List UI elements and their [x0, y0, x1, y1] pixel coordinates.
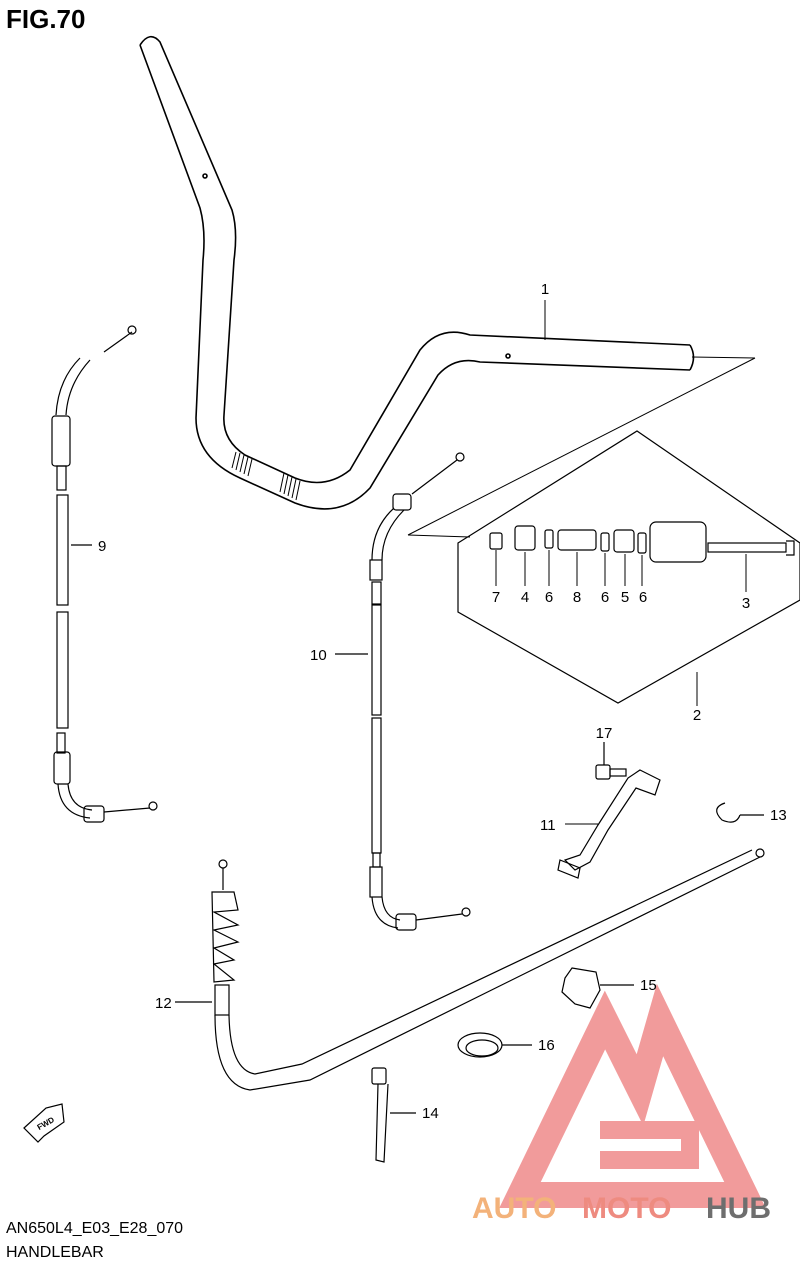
callout-6a: 6	[545, 589, 553, 606]
callout-5: 5	[621, 589, 629, 606]
callout-15: 15	[640, 977, 657, 994]
callout-12: 12	[155, 995, 172, 1012]
callout-14: 14	[422, 1105, 439, 1122]
clip-15	[561, 967, 634, 1009]
callout-11: 11	[540, 817, 556, 834]
callout-8: 8	[573, 589, 581, 606]
clamp-11	[557, 769, 661, 879]
cable-9	[51, 325, 158, 823]
figure-code: AN650L4_E03_E28_070	[6, 1220, 184, 1237]
bar-end-callouts	[495, 550, 747, 706]
cable-12	[175, 848, 765, 1091]
figure-name: HANDLEBAR	[6, 1244, 104, 1261]
callout-13: 13	[770, 807, 787, 824]
handlebar	[139, 35, 695, 510]
fwd-arrow: FWD	[23, 1103, 65, 1143]
watermark-logo	[499, 983, 766, 1208]
callout-6b: 6	[601, 589, 609, 606]
svg-text:HUB: HUB	[706, 1192, 771, 1225]
svg-text:AUTO: AUTO	[472, 1192, 556, 1225]
bolt-17	[595, 742, 627, 780]
tie-14	[371, 1067, 416, 1163]
svg-text:1: 1	[541, 281, 549, 298]
callout-4: 4	[521, 589, 529, 606]
svg-text:MOTO: MOTO	[582, 1192, 671, 1225]
watermark-text: AUTO MOTO HUB	[472, 1192, 771, 1225]
callout-3: 3	[742, 595, 750, 612]
callout-16: 16	[538, 1037, 555, 1054]
callout-9: 9	[98, 538, 106, 555]
bar-end-assembly	[457, 430, 800, 704]
bar-end-bracket	[407, 356, 756, 538]
figure-title: FIG.70	[6, 4, 86, 34]
callout-1: 1	[541, 281, 549, 340]
cable-10	[335, 452, 471, 931]
callout-6c: 6	[639, 589, 647, 606]
callout-17: 17	[596, 725, 613, 742]
callout-2: 2	[693, 707, 701, 724]
callout-7: 7	[492, 589, 500, 606]
clip-13	[716, 802, 764, 823]
callout-10: 10	[310, 647, 327, 664]
band-16	[457, 1032, 532, 1058]
